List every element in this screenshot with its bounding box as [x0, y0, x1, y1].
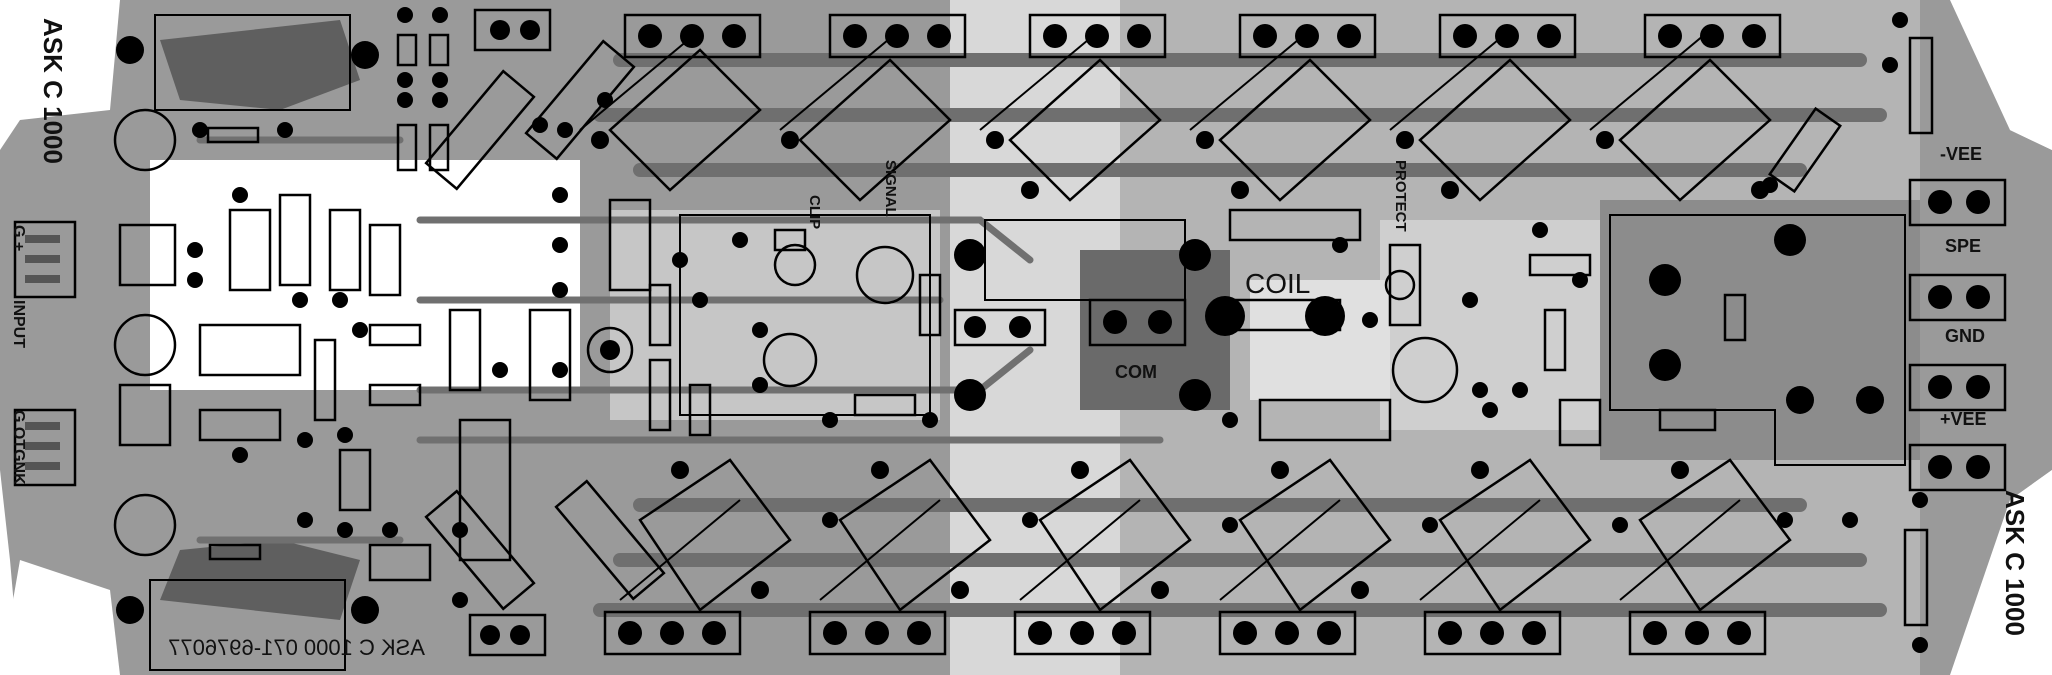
label-g-bottom: G OTGNK	[10, 410, 27, 485]
label-vee-minus: -VEE	[1940, 144, 1982, 164]
transistor-footprint	[1013, 610, 1152, 656]
top-emitter-resistors	[579, 29, 1842, 202]
transistor-footprint	[828, 13, 967, 59]
driver-resistors	[424, 39, 666, 611]
output-connectors	[1908, 178, 2007, 492]
footer-text-mirrored: ASK C 1000 071-6976077	[168, 635, 425, 660]
transistor-footprint	[1628, 610, 1767, 656]
label-spe: SPE	[1945, 236, 1981, 256]
bottom-emitter-resistors	[619, 458, 1792, 612]
transistor-footprint	[1238, 13, 1377, 59]
transistor-footprint	[1218, 610, 1357, 656]
transistor-footprint	[603, 610, 742, 656]
silkscreen-labels: ASK C 1000 ASK C 1000 ASK C 1000 071-697…	[10, 18, 2030, 660]
transistor-footprint	[1643, 13, 1782, 59]
board-title-vertical-left: ASK C 1000	[38, 18, 68, 164]
label-vee-plus: +VEE	[1940, 409, 1987, 429]
label-input: INPUT	[10, 300, 27, 348]
bottom-transistor-row	[603, 610, 1767, 656]
small-signal-components	[113, 8, 1934, 671]
board-title-vertical-right: ASK C 1000	[2000, 490, 2030, 636]
transistor-footprint	[1423, 610, 1562, 656]
top-transistor-row	[623, 13, 1782, 59]
power-traces	[196, 53, 1887, 617]
label-clip: CLIP	[806, 195, 823, 229]
label-signal: SIGNAL	[882, 160, 899, 217]
label-gnd: GND	[1945, 326, 1985, 346]
vias	[187, 7, 1928, 653]
label-com: COM	[1115, 362, 1157, 382]
label-coil: COIL	[1245, 268, 1310, 299]
transistor-footprint	[808, 610, 947, 656]
transistor-footprint	[1028, 13, 1167, 59]
transistor-footprint	[1438, 13, 1577, 59]
label-protect: PROTECT	[1392, 160, 1409, 232]
input-connectors	[13, 220, 77, 487]
label-g-top: G +	[10, 225, 27, 251]
